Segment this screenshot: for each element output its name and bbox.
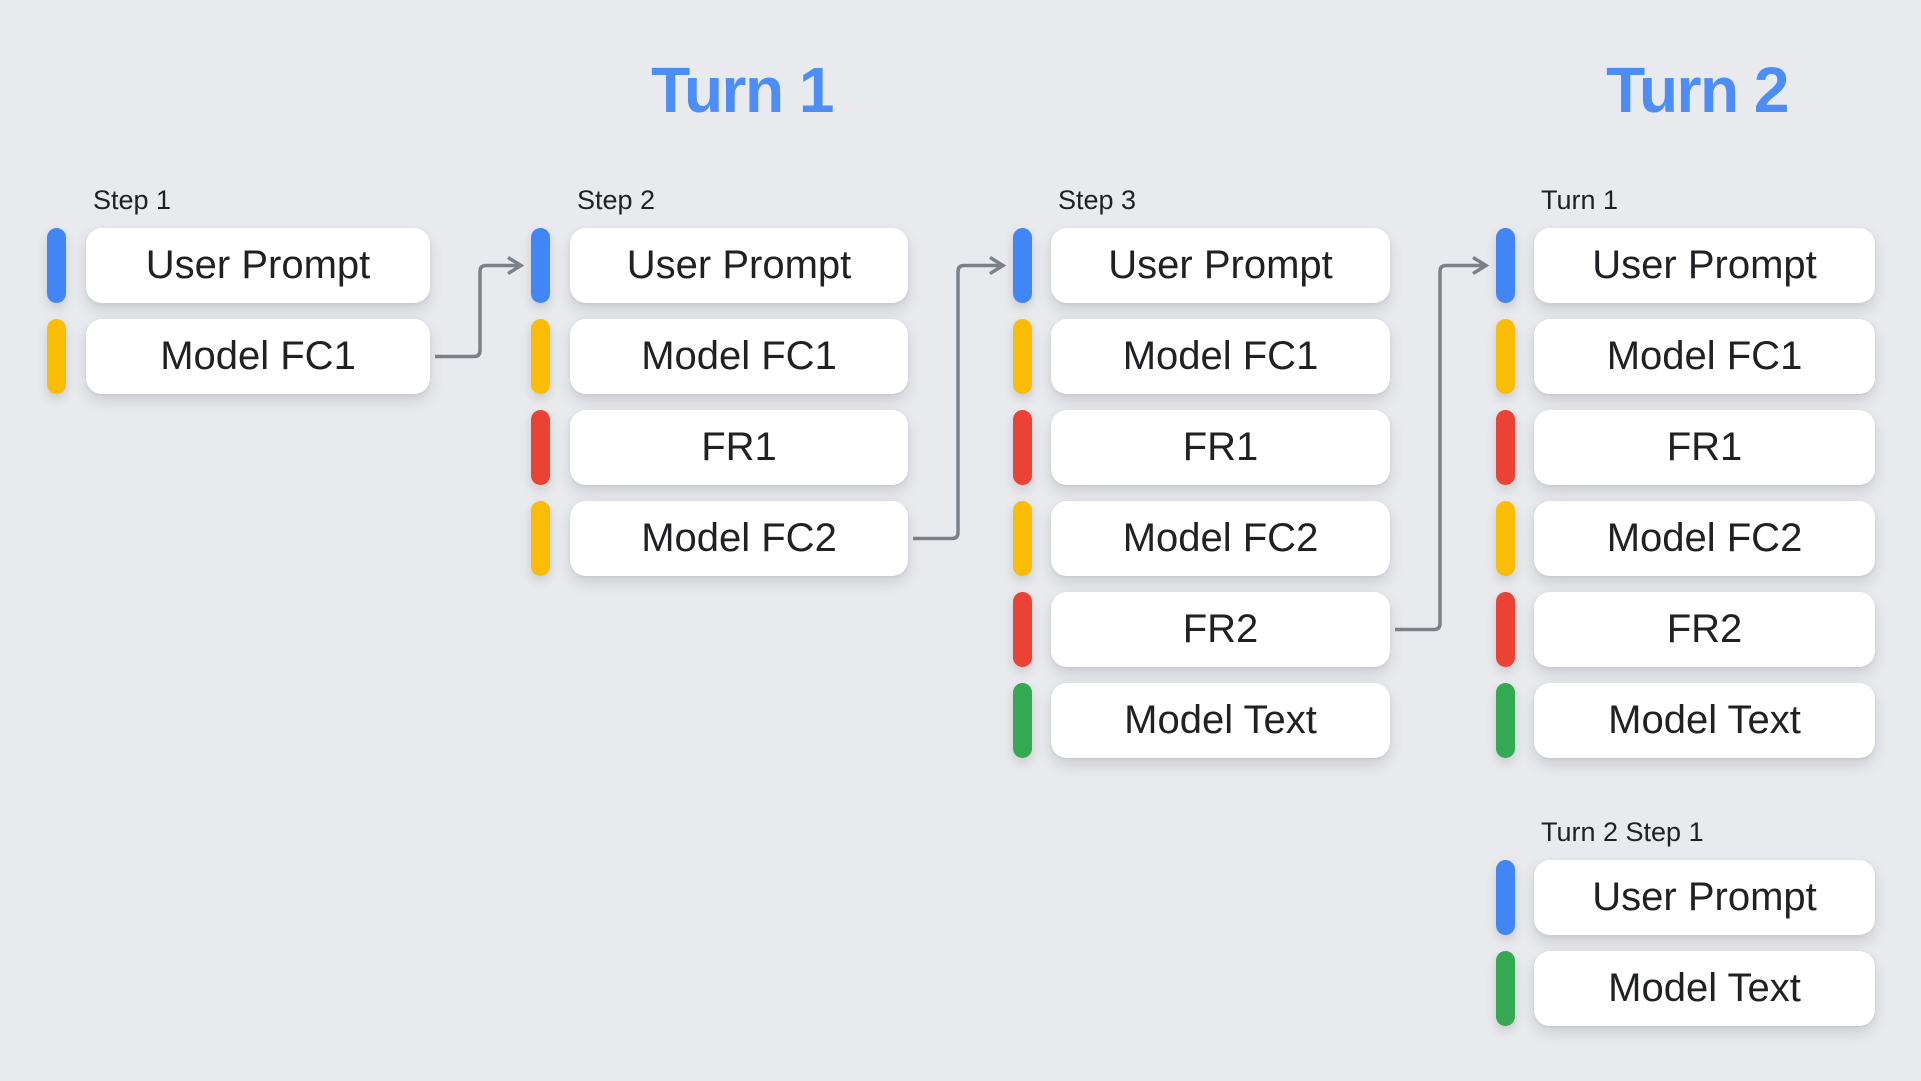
node-fr1: FR1 bbox=[570, 410, 908, 485]
color-bar-blue bbox=[531, 228, 550, 303]
node-model-fc1: Model FC1 bbox=[1534, 319, 1875, 394]
column-label-turn-2-step-1: Turn 2 Step 1 bbox=[1541, 817, 1704, 847]
node-label: Model FC2 bbox=[1606, 516, 1803, 560]
node-model-fc2: Model FC2 bbox=[570, 501, 908, 576]
column-label-turn-1-history: Turn 1 bbox=[1541, 185, 1619, 215]
color-bar-blue bbox=[47, 228, 66, 303]
node-model-fc1: Model FC1 bbox=[570, 319, 908, 394]
color-bar-blue bbox=[1496, 860, 1515, 935]
color-bar-red bbox=[1013, 592, 1032, 667]
node-fr1: FR1 bbox=[1051, 410, 1390, 485]
flow-arrow-step-1-to-step-2 bbox=[435, 263, 521, 359]
color-bar-yellow bbox=[1496, 501, 1515, 576]
node-label: Model FC1 bbox=[1122, 334, 1319, 378]
title-turn-1: Turn 1 bbox=[651, 54, 834, 126]
color-bar-blue bbox=[1013, 228, 1032, 303]
node-label: FR1 bbox=[1182, 425, 1259, 469]
node-user-prompt: User Prompt bbox=[1051, 228, 1390, 303]
node-model-text: Model Text bbox=[1534, 951, 1875, 1026]
color-bar-yellow bbox=[47, 319, 66, 394]
node-model-text: Model Text bbox=[1534, 683, 1875, 758]
arrowhead-icon bbox=[507, 255, 525, 276]
node-label: User Prompt bbox=[1592, 243, 1817, 287]
node-label: FR1 bbox=[1666, 425, 1743, 469]
color-bar-red bbox=[1496, 410, 1515, 485]
color-bar-red bbox=[1013, 410, 1032, 485]
node-label: User Prompt bbox=[145, 243, 371, 287]
arrowhead-icon bbox=[989, 255, 1007, 276]
node-label: Model FC2 bbox=[641, 516, 837, 560]
node-user-prompt: User Prompt bbox=[570, 228, 908, 303]
color-bar-red bbox=[1496, 592, 1515, 667]
node-model-fc1: Model FC1 bbox=[86, 319, 430, 394]
column-label-step-3: Step 3 bbox=[1058, 185, 1137, 215]
node-fr1: FR1 bbox=[1534, 410, 1875, 485]
node-model-fc1: Model FC1 bbox=[1051, 319, 1390, 394]
color-bar-green bbox=[1496, 951, 1515, 1026]
color-bar-yellow bbox=[531, 319, 550, 394]
color-bar-green bbox=[1496, 683, 1515, 758]
node-label: Model FC1 bbox=[641, 334, 837, 378]
column-label-step-1: Step 1 bbox=[93, 185, 172, 215]
color-bar-blue bbox=[1496, 228, 1515, 303]
color-bar-yellow bbox=[1013, 319, 1032, 394]
title-turn-2: Turn 2 bbox=[1606, 54, 1789, 126]
node-user-prompt: User Prompt bbox=[1534, 860, 1875, 935]
node-model-fc2: Model FC2 bbox=[1534, 501, 1875, 576]
node-label: Model Text bbox=[1608, 698, 1801, 742]
node-label: Model Text bbox=[1124, 698, 1317, 742]
arrowhead-icon bbox=[1472, 255, 1490, 276]
color-bar-red bbox=[531, 410, 550, 485]
node-fr2: FR2 bbox=[1534, 592, 1875, 667]
node-user-prompt: User Prompt bbox=[1534, 228, 1875, 303]
flow-arrow-step-3-to-turn-1-history bbox=[1395, 263, 1486, 632]
flow-arrow-step-2-to-step-3 bbox=[913, 263, 1003, 541]
color-bar-yellow bbox=[1013, 501, 1032, 576]
node-model-fc2: Model FC2 bbox=[1051, 501, 1390, 576]
node-label: Model Text bbox=[1608, 966, 1801, 1010]
node-user-prompt: User Prompt bbox=[86, 228, 430, 303]
node-label: User Prompt bbox=[626, 243, 852, 287]
color-bar-yellow bbox=[1496, 319, 1515, 394]
node-label: FR1 bbox=[701, 425, 777, 469]
node-label: User Prompt bbox=[1108, 243, 1333, 287]
node-label: User Prompt bbox=[1592, 875, 1817, 919]
node-label: FR2 bbox=[1182, 607, 1259, 651]
color-bar-green bbox=[1013, 683, 1032, 758]
color-bar-yellow bbox=[531, 501, 550, 576]
node-label: Model FC2 bbox=[1122, 516, 1319, 560]
node-model-text: Model Text bbox=[1051, 683, 1390, 758]
node-label: Model FC1 bbox=[1606, 334, 1803, 378]
node-label: Model FC1 bbox=[160, 334, 356, 378]
node-label: FR2 bbox=[1666, 607, 1743, 651]
column-label-step-2: Step 2 bbox=[577, 185, 656, 215]
node-fr2: FR2 bbox=[1051, 592, 1390, 667]
